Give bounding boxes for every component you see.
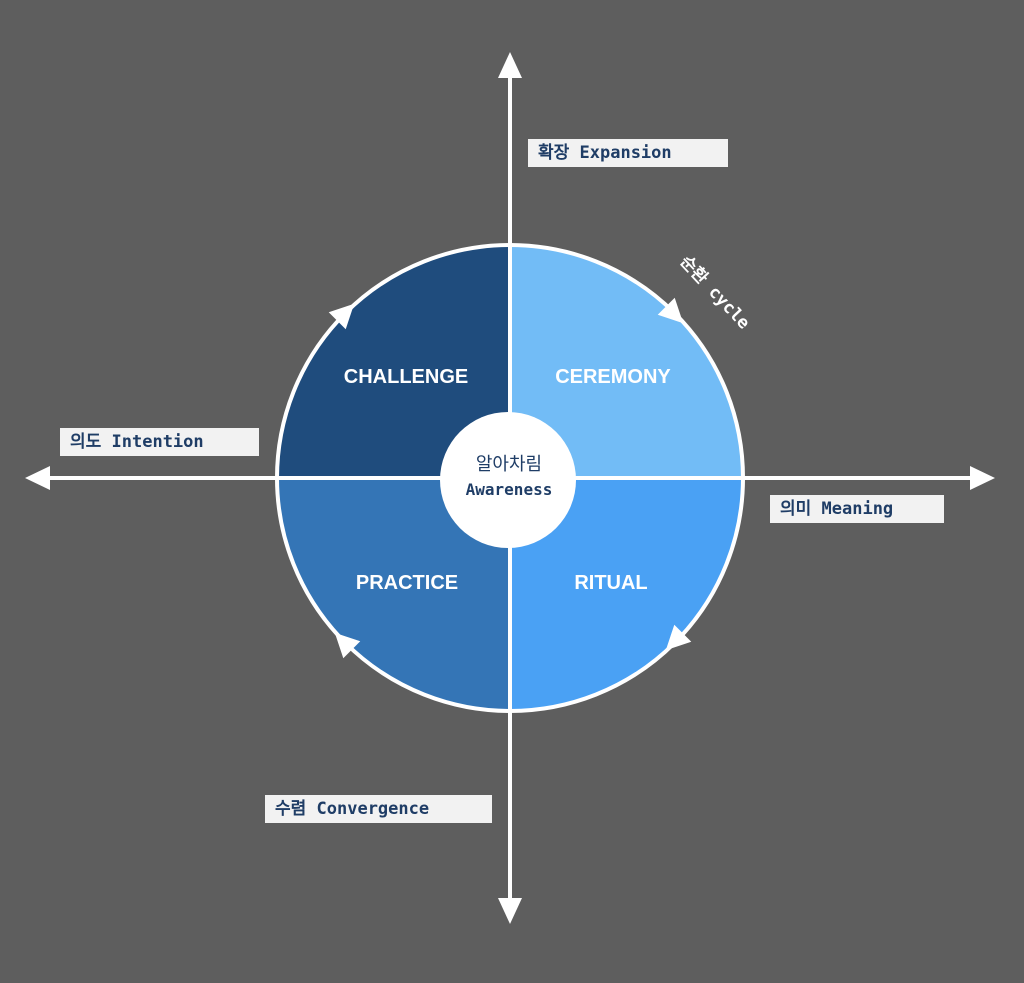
center-english-label: Awareness (466, 480, 553, 499)
axis-label-meaning: 의미 Meaning (770, 495, 944, 523)
center-korean-label: 알아차림 (476, 454, 542, 475)
axis-label-expansion: 확장 Expansion (528, 139, 728, 167)
challenge-label: CHALLENGE (344, 366, 468, 388)
axis-label-intention: 의도 Intention (60, 428, 259, 456)
cycle-label: 순환 cycle (676, 252, 754, 333)
cycle-arrow-bottom-right-icon (665, 624, 692, 651)
arrow-left-icon (25, 466, 50, 490)
awareness-circle (440, 412, 576, 548)
ritual-label: RITUAL (574, 572, 647, 594)
ceremony-label: CEREMONY (555, 366, 671, 388)
arrow-down-icon (498, 898, 522, 924)
practice-label: PRACTICE (356, 572, 458, 594)
arrow-up-icon (498, 52, 522, 78)
axis-label-convergence: 수렴 Convergence (265, 795, 492, 823)
arrow-right-icon (970, 466, 995, 490)
